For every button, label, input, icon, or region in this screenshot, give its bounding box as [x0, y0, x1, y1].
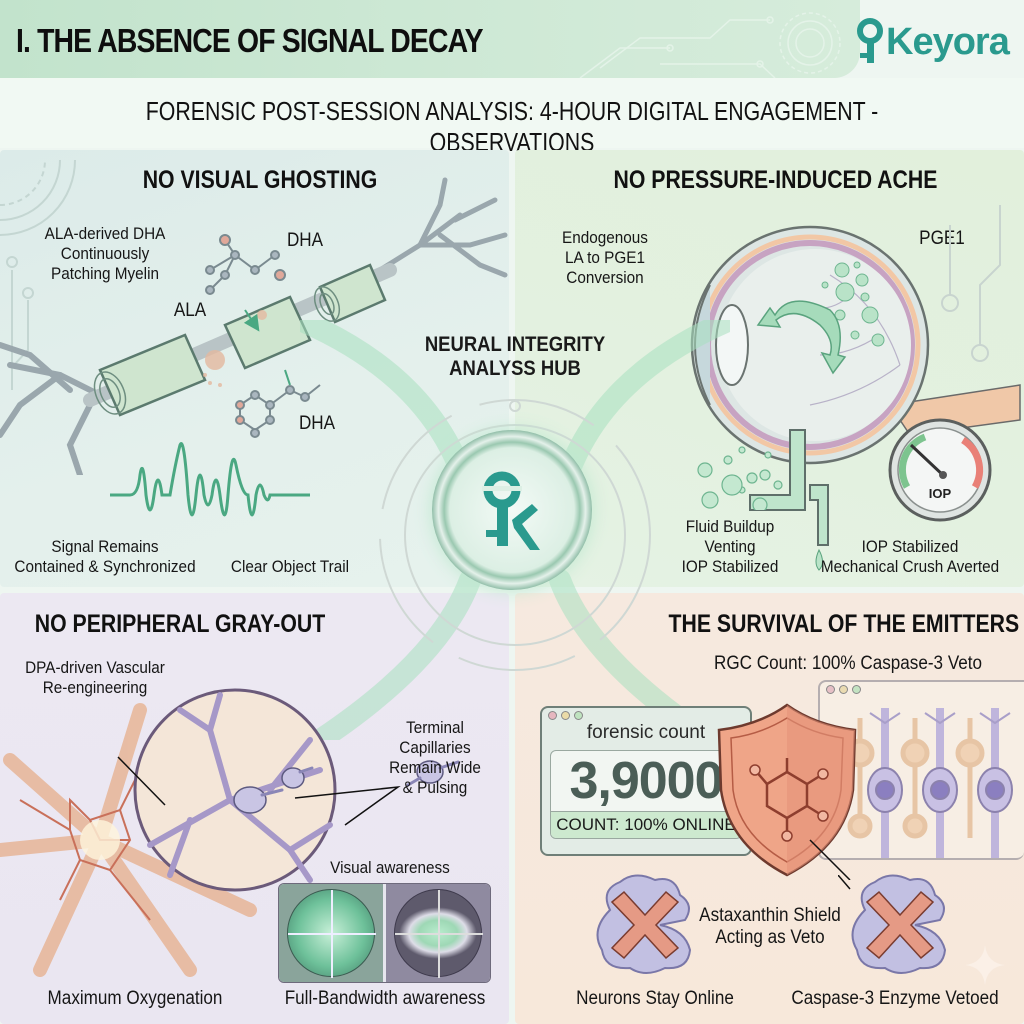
panel-no-visual-ghosting	[0, 150, 509, 587]
shield-molecule-icon	[717, 703, 857, 880]
label-line: DPA-driven Vascular	[25, 658, 165, 677]
label-dpa: DPA-driven Vascular Re-engineering	[19, 658, 172, 698]
forensic-count-window: forensic count 3,9000 COUNT: 100% ONLINE	[540, 706, 752, 856]
retinal-ganglion-cells-icon	[845, 708, 1013, 858]
label-astaxanthin: Astaxanthin Shield Acting as Veto	[698, 905, 842, 949]
label-visual-awareness: Visual awareness	[330, 858, 450, 877]
label-line: Mechanical Crush Averted	[820, 557, 1000, 576]
label-endogenous: Endogenous LA to PGE1 Conversion	[556, 228, 655, 288]
label-line: Fluid Buildup	[685, 517, 775, 536]
vascular-network-icon	[0, 688, 460, 977]
page-title: I. THE ABSENCE OF SIGNAL DECAY	[16, 22, 484, 59]
label-line: LA to PGE1	[565, 248, 645, 267]
vision-tunnel-panel	[386, 884, 490, 982]
sparkle-icon	[965, 945, 1005, 985]
label-fluid: Fluid Buildup Venting IOP Stabilized	[676, 517, 784, 577]
label-line: Endogenous	[562, 228, 648, 247]
quadrant-title: NO VISUAL GHOSTING	[142, 166, 378, 194]
quadrant-subtitle: RGC Count: 100% Caspase-3 Veto	[714, 653, 983, 674]
vision-field-icon	[278, 883, 491, 983]
header-band: I. THE ABSENCE OF SIGNAL DECAY	[0, 0, 860, 78]
myelinated-axon-icon	[0, 177, 508, 475]
quadrant-title: THE SURVIVAL OF THE EMITTERS	[668, 610, 1020, 638]
label-signal: Signal Remains Contained & Synchronized	[11, 537, 200, 577]
label-oxygenation: Maximum Oxygenation	[47, 988, 223, 1009]
label-line: Acting as Veto	[715, 927, 825, 948]
label-line: Continuously	[60, 244, 150, 263]
label-pge1: PGE1	[919, 228, 965, 249]
label-line: IOP Stabilized	[861, 537, 959, 556]
label-caspase-vetoed: Caspase-3 Enzyme Vetoed	[791, 988, 999, 1009]
enzyme-blocked-icon	[596, 874, 692, 974]
hub-title-line: ANALYSS HUB	[449, 357, 581, 380]
label-line: Terminal	[406, 718, 464, 737]
label-trail: Clear Object Trail	[230, 557, 350, 576]
vision-full-icon	[287, 889, 376, 978]
eye-cross-section-icon	[690, 205, 1021, 571]
vision-full-panel	[279, 884, 383, 982]
window-close-dot	[548, 711, 557, 720]
label-line: IOP Stabilized	[681, 557, 779, 576]
count-value: 3,9000	[569, 752, 723, 810]
crosshair-icon	[395, 933, 483, 935]
window-close-dot	[826, 685, 835, 694]
key-logo-icon	[857, 18, 883, 63]
quadrant-title: NO PRESSURE-INDUCED ACHE	[613, 166, 938, 194]
label-line: Venting	[704, 537, 756, 556]
quadrant-title: NO PERIPHERAL GRAY-OUT	[34, 610, 326, 638]
logo-text: Keyora	[886, 20, 1010, 63]
hub-title: NEURAL INTEGRITY ANALYSS HUB	[405, 333, 625, 381]
circuit-decoration-icon	[0, 159, 76, 390]
label-dha-bottom: DHA	[298, 413, 336, 434]
window-minimize-dot	[561, 711, 570, 720]
count-box: 3,9000 COUNT: 100% ONLINE	[550, 750, 742, 839]
subtitle-band	[0, 78, 1024, 148]
label-line: Remain Wide	[389, 758, 481, 777]
label-dha-top: DHA	[286, 230, 324, 251]
signal-waveform-icon	[110, 442, 310, 517]
window-titlebar	[820, 682, 1024, 698]
label-line: Conversion	[566, 268, 644, 287]
window-maximize-dot	[574, 711, 583, 720]
label-bandwidth: Full-Bandwidth awareness	[284, 988, 486, 1009]
window-titlebar	[542, 708, 750, 724]
bubbles-icon	[697, 446, 783, 510]
divider	[383, 884, 386, 982]
label-neurons-online: Neurons Stay Online	[576, 988, 734, 1009]
vision-tunnel-icon	[394, 889, 483, 978]
count-title: forensic count	[586, 722, 706, 743]
label-terminal: Terminal Capillaries Remain Wide & Pulsi…	[381, 718, 489, 798]
label-line: Signal Remains	[51, 537, 159, 556]
hub-title-line: NEURAL INTEGRITY	[424, 333, 606, 356]
brand-logo[interactable]: Keyora	[856, 14, 1016, 70]
neuron-window	[818, 680, 1024, 860]
enzyme-blocked-icon	[851, 874, 947, 974]
count-status: COUNT: 100% ONLINE	[551, 811, 741, 838]
label-ala: ALA	[173, 300, 207, 321]
window-maximize-dot	[852, 685, 861, 694]
hub-badge[interactable]	[432, 430, 592, 590]
window-minimize-dot	[839, 685, 848, 694]
label-line: ALA-derived DHA	[44, 224, 166, 243]
label-ala-dha: ALA-derived DHA Continuously Patching My…	[29, 224, 182, 284]
label-line: & Pulsing	[402, 778, 468, 797]
label-line: Astaxanthin Shield	[699, 905, 841, 926]
keyora-key-logo-icon	[482, 471, 540, 550]
crosshair-icon	[288, 933, 376, 935]
label-line: Capillaries	[399, 738, 471, 757]
label-line: Re-engineering	[42, 678, 148, 697]
label-iop: IOP Stabilized Mechanical Crush Averted	[811, 537, 1009, 577]
label-line: Contained & Synchronized	[14, 557, 196, 576]
gauge-label: IOP	[929, 486, 952, 501]
label-line: Patching Myelin	[50, 264, 159, 283]
page-subtitle: FORENSIC POST-SESSION ANALYSIS: 4-HOUR D…	[145, 96, 879, 157]
pressure-gauge-icon: IOP	[888, 418, 992, 522]
callout-line	[838, 875, 851, 890]
circuit-decoration-icon	[579, 12, 841, 78]
